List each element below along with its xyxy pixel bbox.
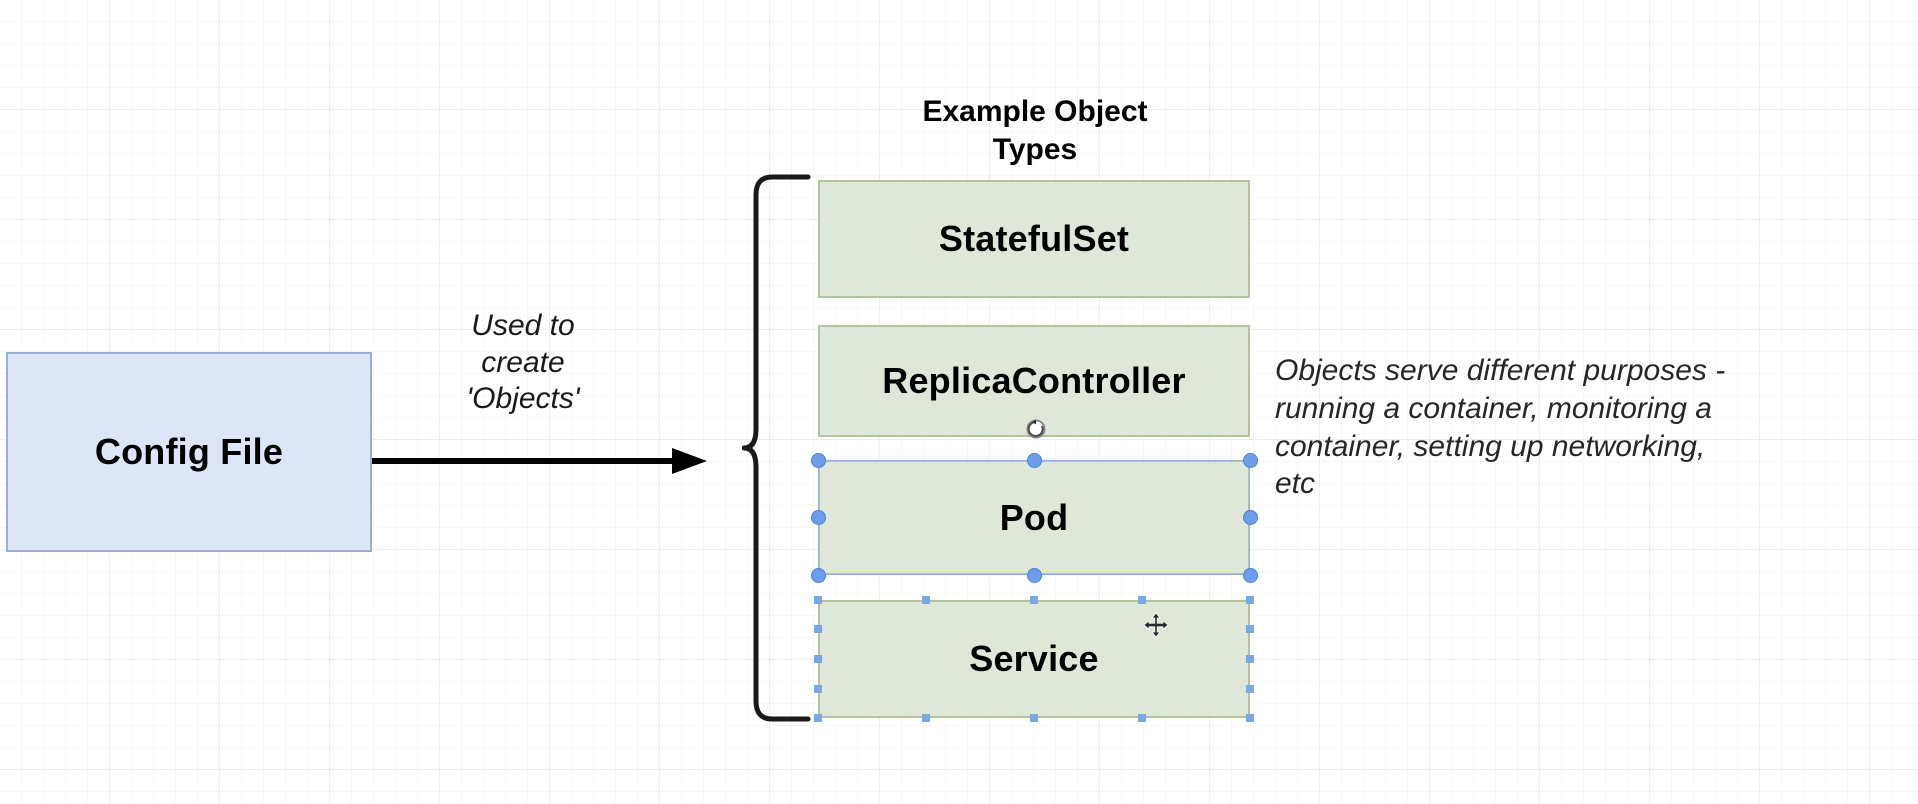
pod-handle-middle-right[interactable] [1242,510,1258,525]
arrowhead-icon [672,448,707,474]
service-handle-right-middle[interactable] [1246,655,1254,663]
group-title: Example Object Types [830,93,1240,168]
service-handle-top-left-mid[interactable] [922,596,930,604]
edge-label-line-2: create [481,345,565,379]
service-handle-right-upper[interactable] [1246,625,1254,633]
node-service-label: Service [969,638,1099,679]
group-curly-brace [742,174,811,722]
pod-handle-bottom-right[interactable] [1242,567,1258,583]
group-title-line-1: Example Object [922,95,1148,128]
move-cursor-icon [1143,612,1169,638]
service-handle-bottom-right-mid[interactable] [1138,714,1146,722]
move-cursor-glyph [1143,612,1169,638]
service-handle-top-right-mid[interactable] [1138,596,1146,604]
annotation-line-2: running a container, monitoring a [1275,391,1712,425]
node-replicacontroller-label: ReplicaController [882,360,1186,401]
pod-handle-top-left[interactable] [810,452,826,468]
service-handle-bottom-left[interactable] [814,714,822,722]
edge-label-line-3: 'Objects' [466,382,580,416]
rotate-icon-arc [1027,420,1044,437]
pod-handle-top-right[interactable] [1242,452,1258,468]
service-handle-bottom-left-mid[interactable] [922,714,930,722]
node-statefulset-label: StatefulSet [938,218,1130,259]
group-title-line-2: Types [992,132,1078,166]
service-handle-right-lower[interactable] [1246,685,1254,693]
service-handle-bottom-center[interactable] [1030,714,1038,722]
pod-handle-middle-left[interactable] [810,510,826,525]
pod-handle-top-center[interactable] [1026,452,1042,468]
edge-label-used-to-create: Used to create 'Objects' [408,308,638,418]
pod-handle-bottom-left[interactable] [810,567,826,583]
pod-handle-bottom-center[interactable] [1026,567,1042,583]
annotation-objects-purposes: Objects serve different purposes - runni… [1275,352,1855,503]
rotate-icon-arrowhead [1032,419,1036,425]
annotation-line-4: etc [1275,467,1316,501]
service-handle-top-right[interactable] [1246,596,1254,604]
node-service[interactable]: Service [818,600,1250,718]
service-handle-top-center[interactable] [1030,596,1038,604]
service-handle-left-lower[interactable] [814,685,822,693]
rotate-icon[interactable] [1025,418,1047,440]
curly-brace-path [742,174,811,722]
node-pod[interactable]: Pod [818,460,1250,575]
service-handle-left-upper[interactable] [814,625,822,633]
service-handle-top-left[interactable] [814,596,822,604]
annotation-line-1: Objects serve different purposes - [1275,354,1726,387]
node-pod-label: Pod [999,496,1069,538]
node-statefulset[interactable]: StatefulSet [818,180,1250,298]
service-handle-left-middle[interactable] [814,655,822,663]
edge-arrow-config-to-objects[interactable] [372,446,707,476]
edge-label-line-1: Used to [471,309,575,342]
node-replicacontroller[interactable]: ReplicaController [818,325,1250,437]
service-handle-bottom-right[interactable] [1246,714,1254,722]
node-config-file[interactable]: Config File [6,352,372,552]
node-config-file-label: Config File [94,431,284,472]
annotation-line-3: container, setting up networking, [1275,429,1706,463]
